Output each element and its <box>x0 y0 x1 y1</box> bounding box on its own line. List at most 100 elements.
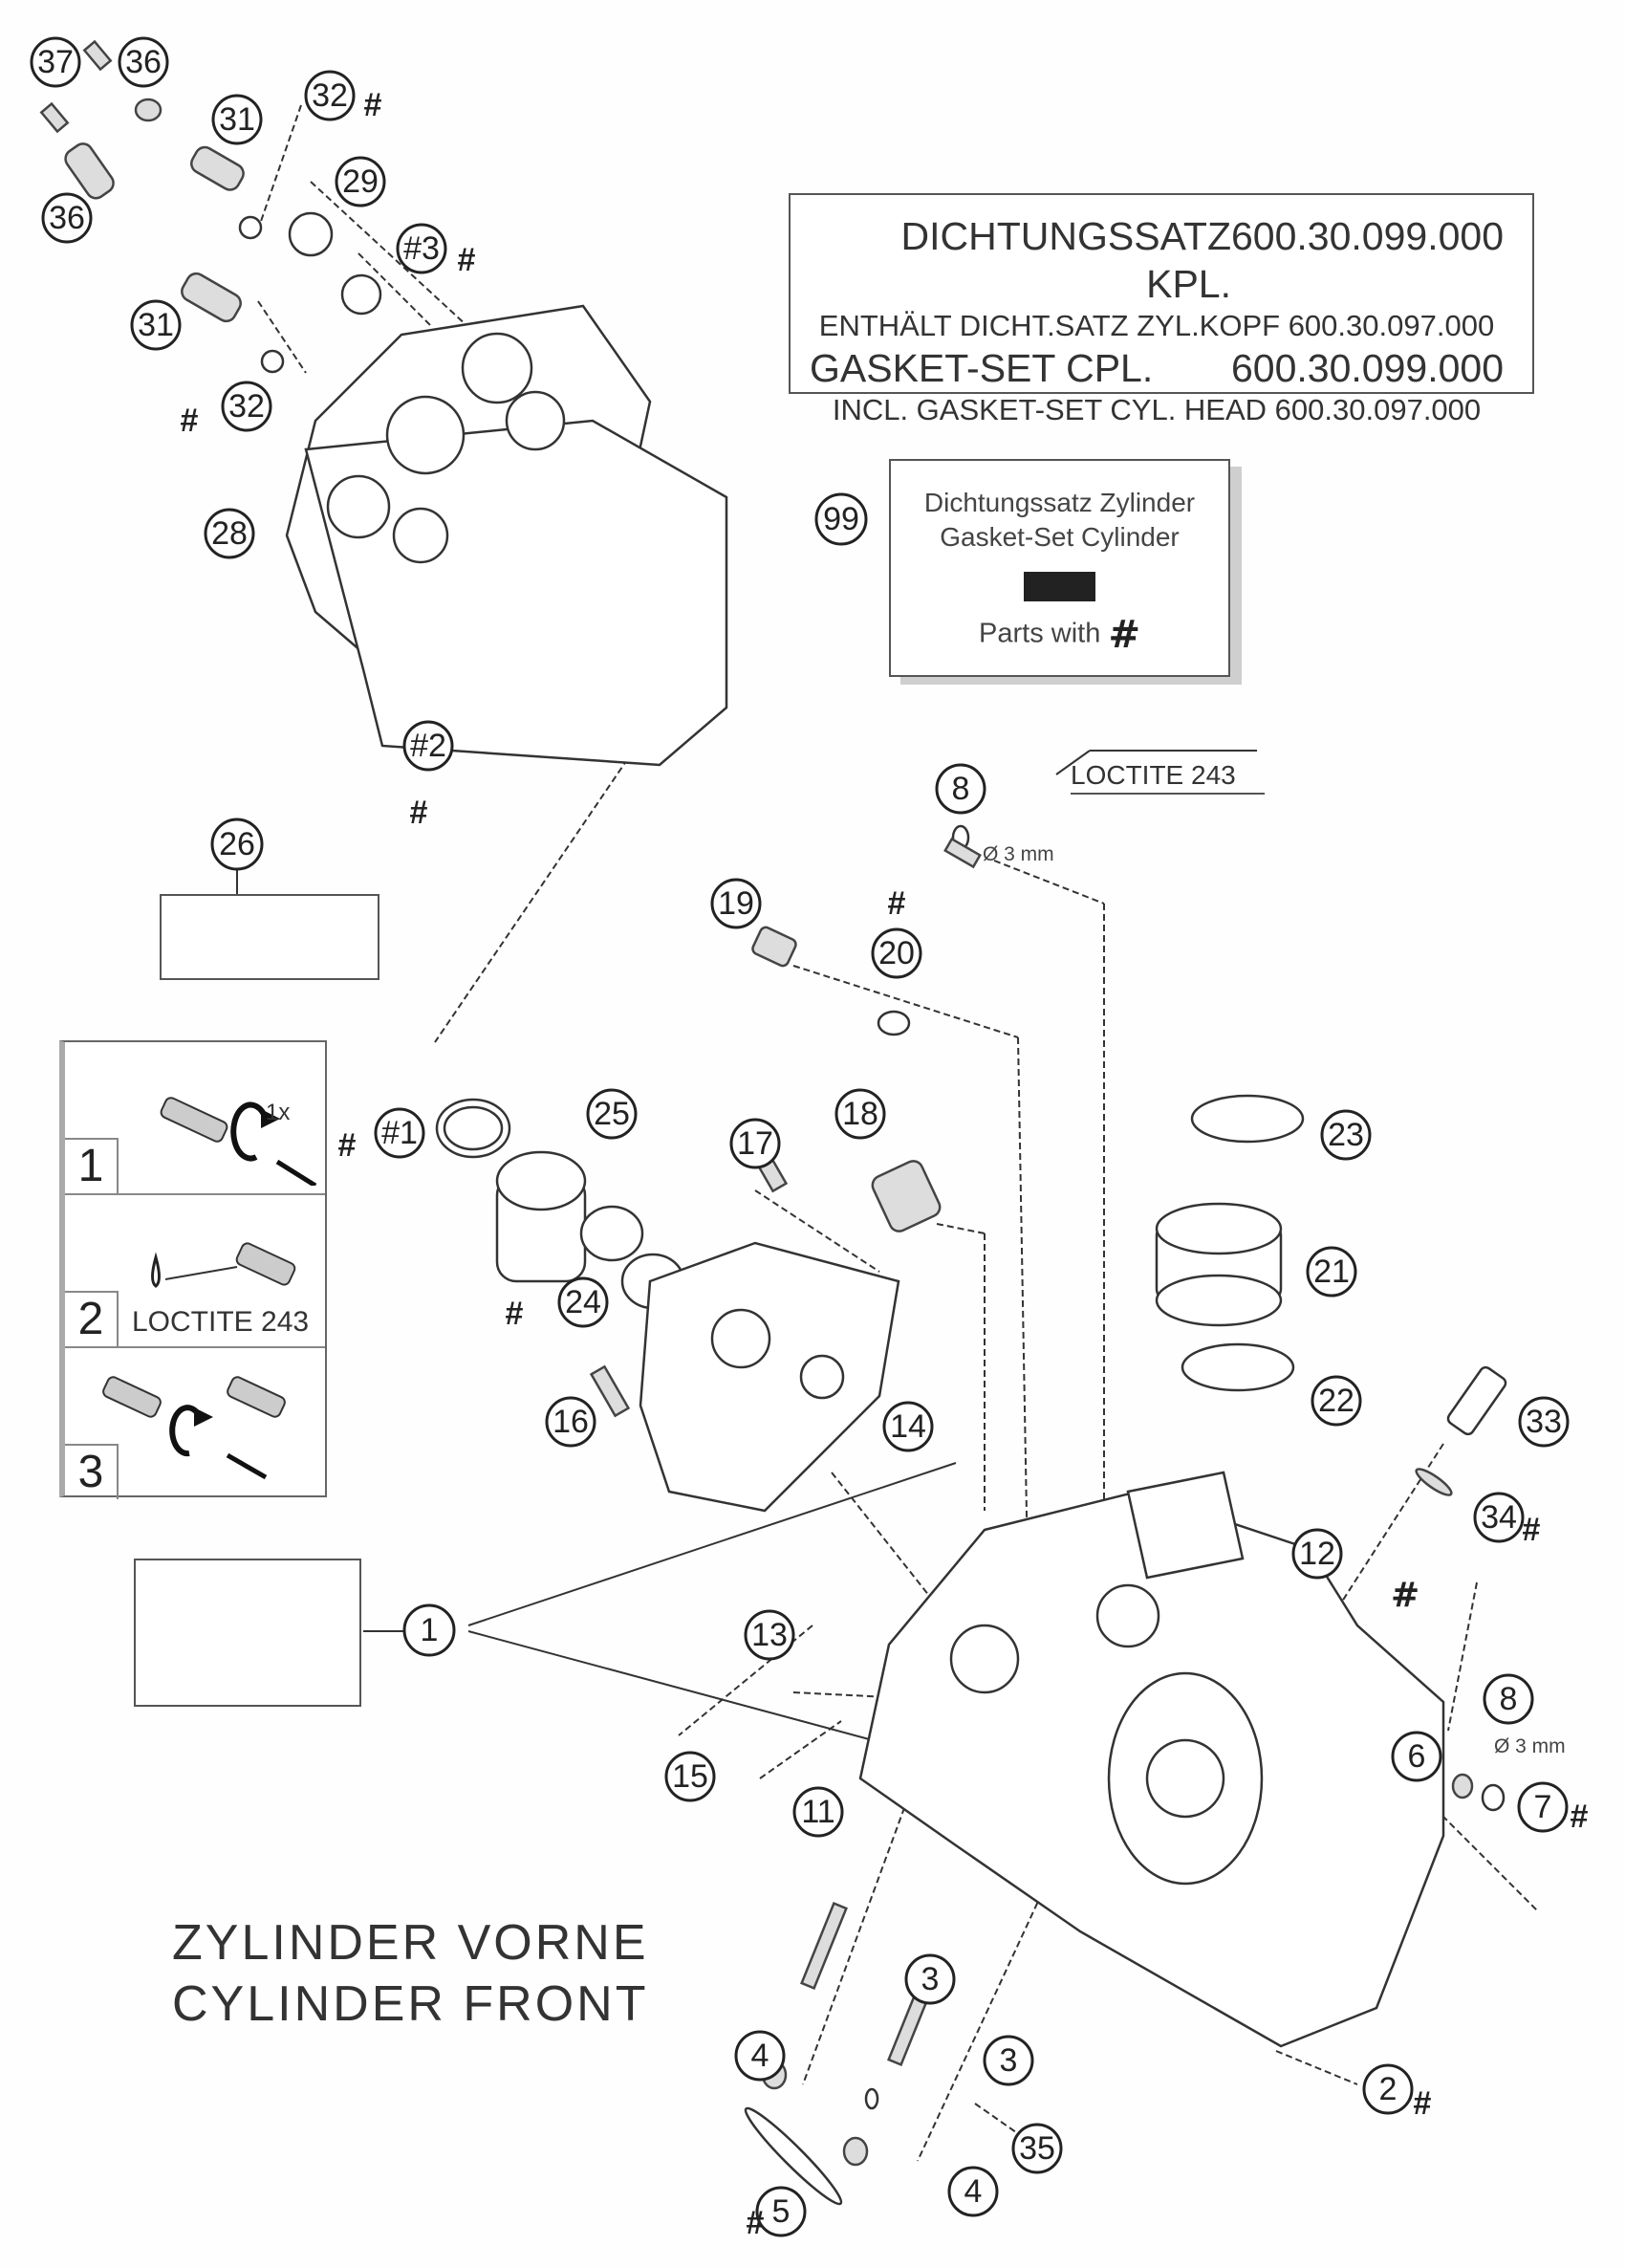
gasket-hash-icon: # <box>888 885 906 922</box>
callout-36b: 36 <box>41 192 93 244</box>
callout-number: 36 <box>125 44 162 80</box>
callout-circle <box>211 94 263 145</box>
callout-circle <box>871 927 922 979</box>
callout-number: #2 <box>410 728 446 764</box>
diagram-title: ZYLINDER VORNE CYLINDER FRONT <box>172 1912 649 2035</box>
gasket-hash-icon: # <box>1391 1576 1419 1615</box>
valve-cover-part <box>285 304 728 767</box>
callout-2: 2# <box>1362 2063 1432 2122</box>
callout-number: 13 <box>751 1617 788 1653</box>
callout-circle <box>1291 1528 1343 1580</box>
gasket-set-de-label: DICHTUNGSSATZ KPL. <box>900 214 1231 306</box>
callout-number: 7 <box>1534 1789 1552 1825</box>
callout-number: 33 <box>1526 1404 1562 1440</box>
gasket-hash-icon: # <box>506 1296 524 1332</box>
callout-37: 37 <box>30 36 81 88</box>
callout-number: 8 <box>952 771 970 807</box>
callout-number: 31 <box>219 101 255 138</box>
callout-number: 11 <box>801 1794 834 1830</box>
callout-19: 19 <box>710 878 762 929</box>
gasket-set-en-note: INCL. GASKET-SET CYL. HEAD 600.30.097.00… <box>832 393 1482 426</box>
gasket-hash-icon: # <box>747 2205 765 2241</box>
callout-number: 8 <box>1500 1681 1518 1717</box>
callout-number: 14 <box>890 1408 926 1445</box>
gasket-hash-icon: # <box>410 795 428 831</box>
callout-circle <box>30 36 81 88</box>
callout-5: 5# <box>747 2186 807 2241</box>
gasket-hash-icon: # <box>1571 1799 1589 1835</box>
group-26-box <box>160 894 379 980</box>
callout-15: 15 <box>664 1751 716 1802</box>
assembly-step-2: LOCTITE 243 2 <box>65 1195 325 1348</box>
callout-circle <box>374 1107 425 1159</box>
callout-7: 7# <box>1517 1781 1589 1835</box>
callout-3a: 3 <box>904 1953 956 2005</box>
gasket-hash-icon: # <box>458 242 476 278</box>
callout-circle <box>221 381 272 432</box>
assembly-step-1: 1x 1 <box>65 1042 325 1195</box>
gasket-hash-icon: # <box>1414 2085 1432 2122</box>
intake-clamps-part <box>1155 1094 1305 1392</box>
gasket-set-info-box: DICHTUNGSSATZ KPL.600.30.099.000 ENTHÄLT… <box>789 193 1534 426</box>
callout-circle <box>1518 1396 1570 1448</box>
callout-20: 20# <box>871 885 922 979</box>
callout-number: 31 <box>138 307 174 343</box>
callout-circle <box>947 2166 999 2217</box>
callout-31b: 31 <box>130 299 182 351</box>
oil-filter-cap-part <box>435 1098 685 1310</box>
callout-circle <box>1483 1673 1534 1725</box>
callout-circle <box>335 156 386 207</box>
step-1-number: 1 <box>65 1138 119 1193</box>
callout-17: 17 <box>729 1118 781 1169</box>
callout-number: 12 <box>1299 1536 1335 1572</box>
callout-circle <box>814 492 868 546</box>
callout-circle <box>118 36 169 88</box>
callout-number: 15 <box>672 1758 708 1795</box>
callout-circle <box>1517 1781 1569 1833</box>
callout-circle <box>210 818 264 871</box>
callout-number: 28 <box>211 515 248 552</box>
callout-circle <box>130 299 182 351</box>
callout-number: 32 <box>228 388 265 425</box>
callout-circle <box>1362 2063 1414 2115</box>
rotate-arrow-icon <box>160 1097 317 1186</box>
callout-circle <box>792 1786 844 1838</box>
callout-circle <box>935 763 986 815</box>
callout-3b: 3 <box>983 2035 1034 2086</box>
callout-28: 28 <box>204 508 255 559</box>
title-en: CYLINDER FRONT <box>172 1976 649 2032</box>
step-2-number: 2 <box>65 1291 119 1346</box>
callout-number: 25 <box>594 1096 630 1132</box>
gasket-hash-icon: # <box>1523 1512 1541 1548</box>
callout-number: 19 <box>718 885 754 922</box>
callout-number: 26 <box>219 826 255 862</box>
callout-number: 34 <box>1481 1499 1517 1536</box>
callout-21: 21 <box>1306 1246 1357 1298</box>
cylinder-head-part <box>858 1471 1445 2048</box>
callout-32a: 32# <box>304 70 382 123</box>
callout-35: 35 <box>1011 2123 1063 2174</box>
callout-32b: 32# <box>181 381 272 439</box>
callout-25: 25 <box>586 1088 638 1140</box>
callout-number: 32 <box>312 77 348 114</box>
callout-circle <box>755 2186 807 2237</box>
callout-number: 22 <box>1318 1383 1354 1419</box>
callout-6: 6 <box>1391 1731 1442 1782</box>
diameter-label-right: Ø 3 mm <box>1494 1735 1566 1757</box>
callout-circle <box>41 192 93 244</box>
callout-number: 5 <box>772 2193 791 2230</box>
kit-box-line-de: Dichtungssatz Zylinder <box>923 488 1196 517</box>
callout-number: 1 <box>421 1612 439 1648</box>
group-1-box <box>134 1559 361 1707</box>
callout-number: 36 <box>49 200 85 236</box>
callout-circle <box>734 2030 786 2082</box>
callout-circle <box>1473 1492 1525 1543</box>
callout-number: 2 <box>1379 2071 1398 2107</box>
callout-8a: 8 <box>935 763 986 815</box>
gasket-set-en-label: GASKET-SET CPL. <box>810 346 1154 390</box>
callout-number: 3 <box>921 1961 940 1997</box>
callout-18: 18 <box>834 1088 886 1140</box>
callout-circle <box>1306 1246 1357 1298</box>
